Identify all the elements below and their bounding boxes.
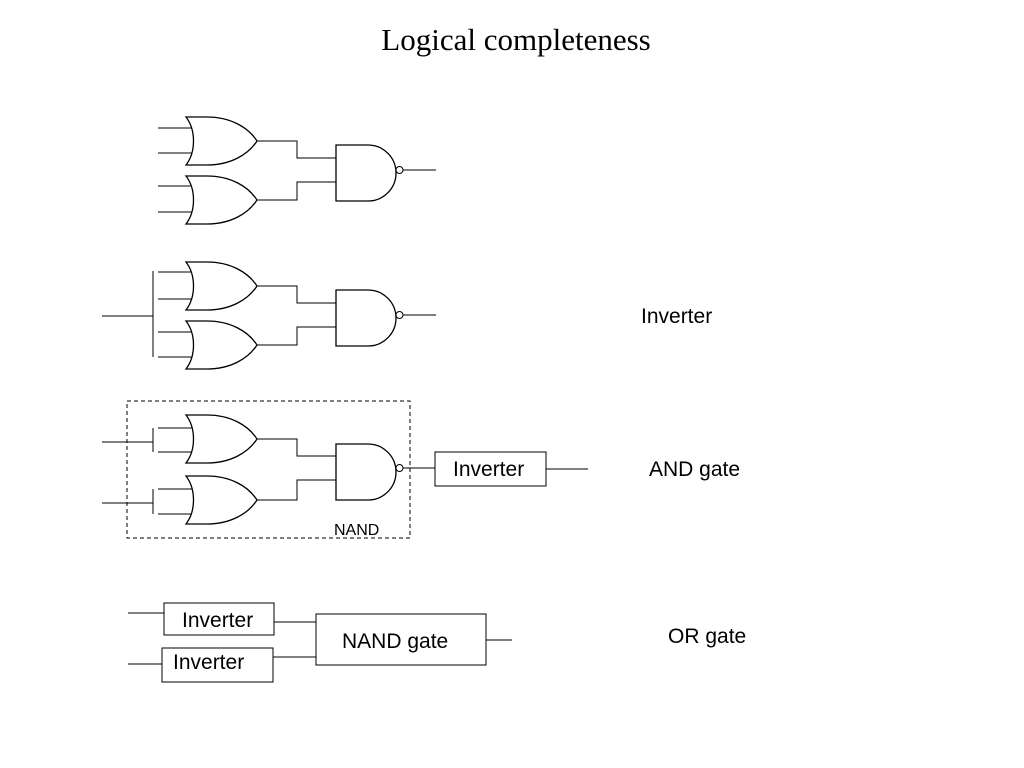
nand-bubble — [395, 166, 404, 174]
or-gate-shape — [184, 320, 258, 370]
inverter-box — [163, 602, 275, 636]
nand-bubble — [395, 464, 404, 472]
row-4-caption: OR gate — [668, 625, 746, 648]
row-4-circuit — [128, 602, 512, 683]
or-gate-shape — [184, 261, 258, 311]
row-3-circuit — [102, 400, 588, 539]
or-gate-shape — [184, 116, 258, 166]
nand-gate-shape — [335, 289, 397, 347]
nand-block-label: NAND — [334, 522, 379, 539]
nand-gate-shape — [335, 144, 397, 202]
or-gate-shape — [184, 175, 258, 225]
nand-gate-box — [315, 613, 487, 666]
inverter-box-label: Inverter — [453, 458, 524, 481]
nand-dashed-boundary — [126, 400, 411, 539]
nand-bubble — [395, 311, 404, 319]
inverter-box-label: Inverter — [173, 651, 244, 674]
or-gate-shape — [184, 414, 258, 464]
row-2-caption: Inverter — [641, 305, 712, 328]
or-gate-shape — [184, 475, 258, 525]
slide-title: Logical completeness — [381, 22, 651, 57]
inverter-box — [161, 647, 274, 683]
row-2-circuit — [102, 261, 436, 370]
inverter-box — [434, 451, 547, 487]
row-3-caption: AND gate — [649, 458, 740, 481]
row-1-circuit — [158, 116, 436, 225]
nand-gate-box-label: NAND gate — [342, 630, 448, 653]
nand-gate-shape — [335, 443, 397, 501]
inverter-box-label: Inverter — [182, 609, 253, 632]
